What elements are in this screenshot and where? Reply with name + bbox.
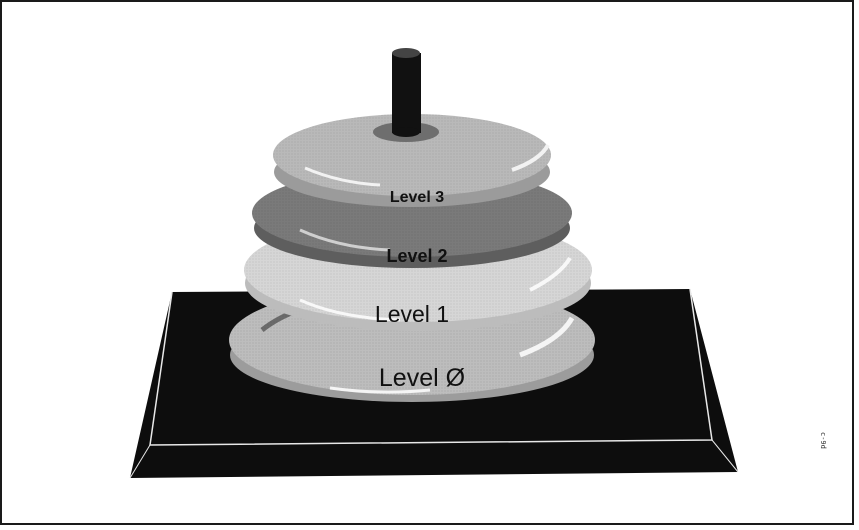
level-3-label: Level 3 [390,189,444,206]
figure-code: c-9d [819,432,827,449]
peg-shaft [392,53,421,133]
level-0-label: Level Ø [379,364,465,392]
level-1-label: Level 1 [375,301,449,327]
level-2-label: Level 2 [386,246,447,266]
peg-top [392,48,420,58]
center-peg [373,48,439,142]
